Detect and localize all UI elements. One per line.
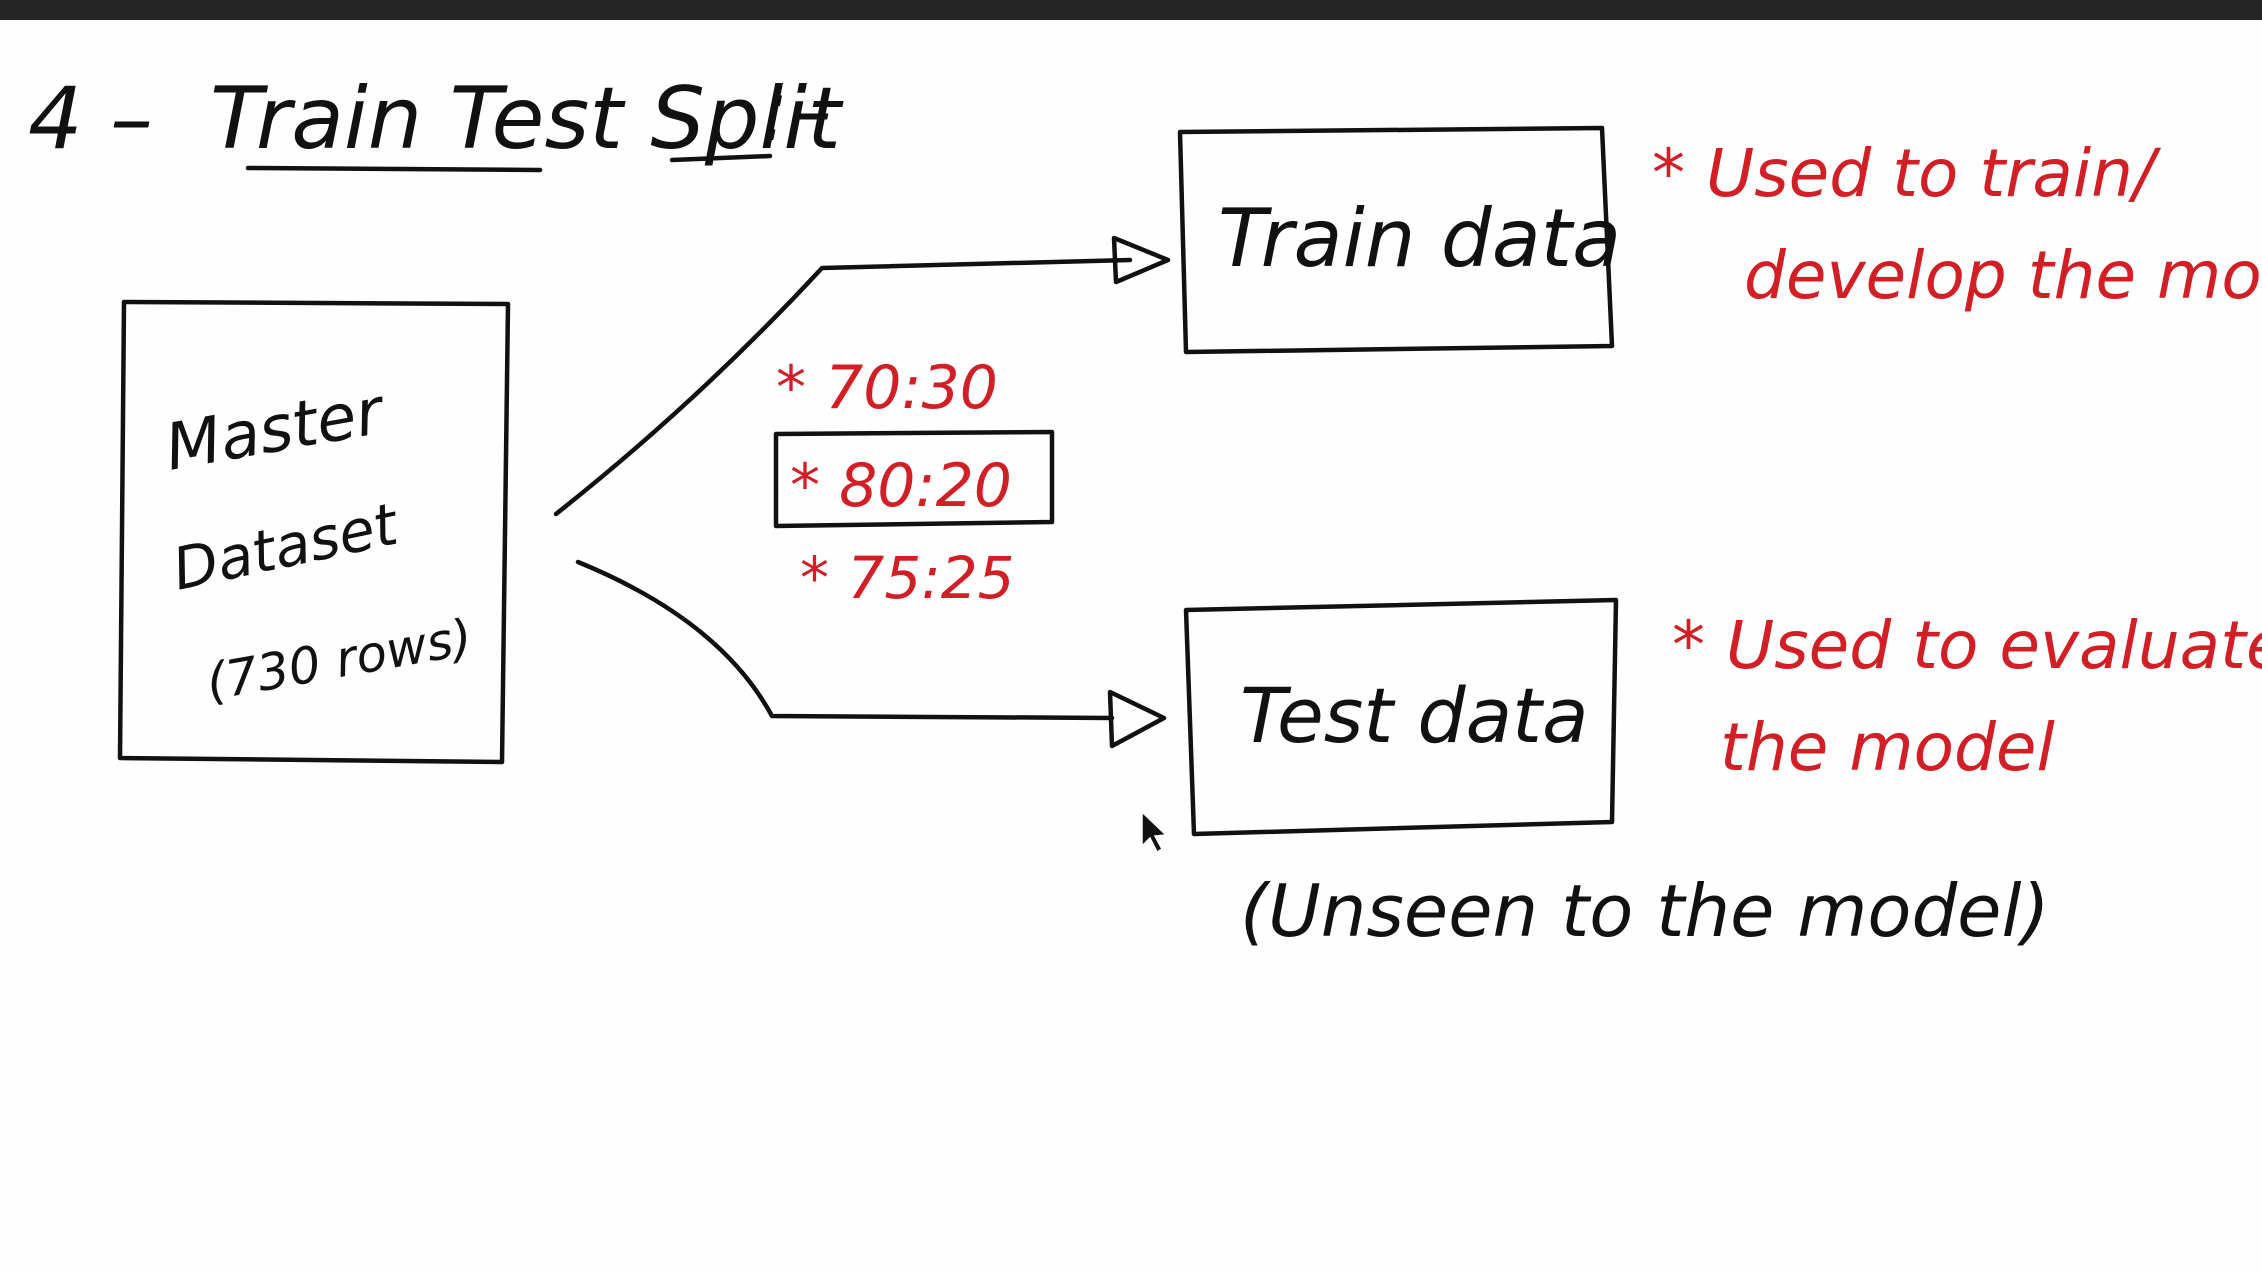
heading: 4 – Train Test Split :– (28, 61, 844, 173)
heading-suffix: :– (760, 61, 832, 161)
test-data-box (1183, 597, 1619, 837)
arrow-head-icon (1111, 235, 1171, 285)
heading-title: Train Test Split (210, 69, 844, 169)
test-data-label: Test data (1240, 671, 1589, 760)
top-bar (0, 0, 2262, 20)
train-note-line-1: * Used to train/ (1652, 135, 2162, 212)
unseen-note: (Unseen to the model) (1240, 869, 2050, 953)
train-note-line-2: develop the model (1744, 237, 2262, 314)
train-data-label: Train data (1218, 192, 1621, 285)
master-line-3: (730 rows) (202, 608, 476, 712)
test-note-line-2: the model (1720, 709, 2055, 786)
test-note-line-1: * Used to evaluate (1672, 607, 2262, 684)
split-arrows (553, 235, 1171, 749)
master-line-2: Dataset (167, 489, 406, 603)
train-data-box (1177, 125, 1615, 355)
ratio-option-2: * 80:20 (790, 451, 1012, 521)
ratio-option-3: * 75:25 (800, 544, 1015, 612)
mouse-cursor-icon (1141, 810, 1168, 854)
heading-underline-1 (245, 165, 543, 173)
train-data-node: Train data (1177, 125, 1621, 355)
arrow-to-train (553, 257, 1133, 517)
ratio-option-1: * 70:30 (776, 353, 998, 423)
test-data-node: Test data (1183, 597, 1619, 837)
master-line-1: Master (160, 374, 392, 485)
train-note: * Used to train/ develop the model (1652, 135, 2262, 314)
master-dataset-node: Master Dataset (730 rows) (117, 299, 511, 765)
test-note: * Used to evaluate the model (1672, 607, 2262, 786)
arrow-head-icon (1107, 689, 1167, 749)
heading-number: 4 – (28, 69, 153, 169)
selected-ratio-box (773, 429, 1055, 529)
arrow-to-test (575, 559, 1115, 721)
split-ratios: * 70:30 * 80:20 * 75:25 (773, 353, 1055, 612)
heading-underline-2 (669, 153, 773, 163)
master-dataset-box (117, 299, 511, 765)
